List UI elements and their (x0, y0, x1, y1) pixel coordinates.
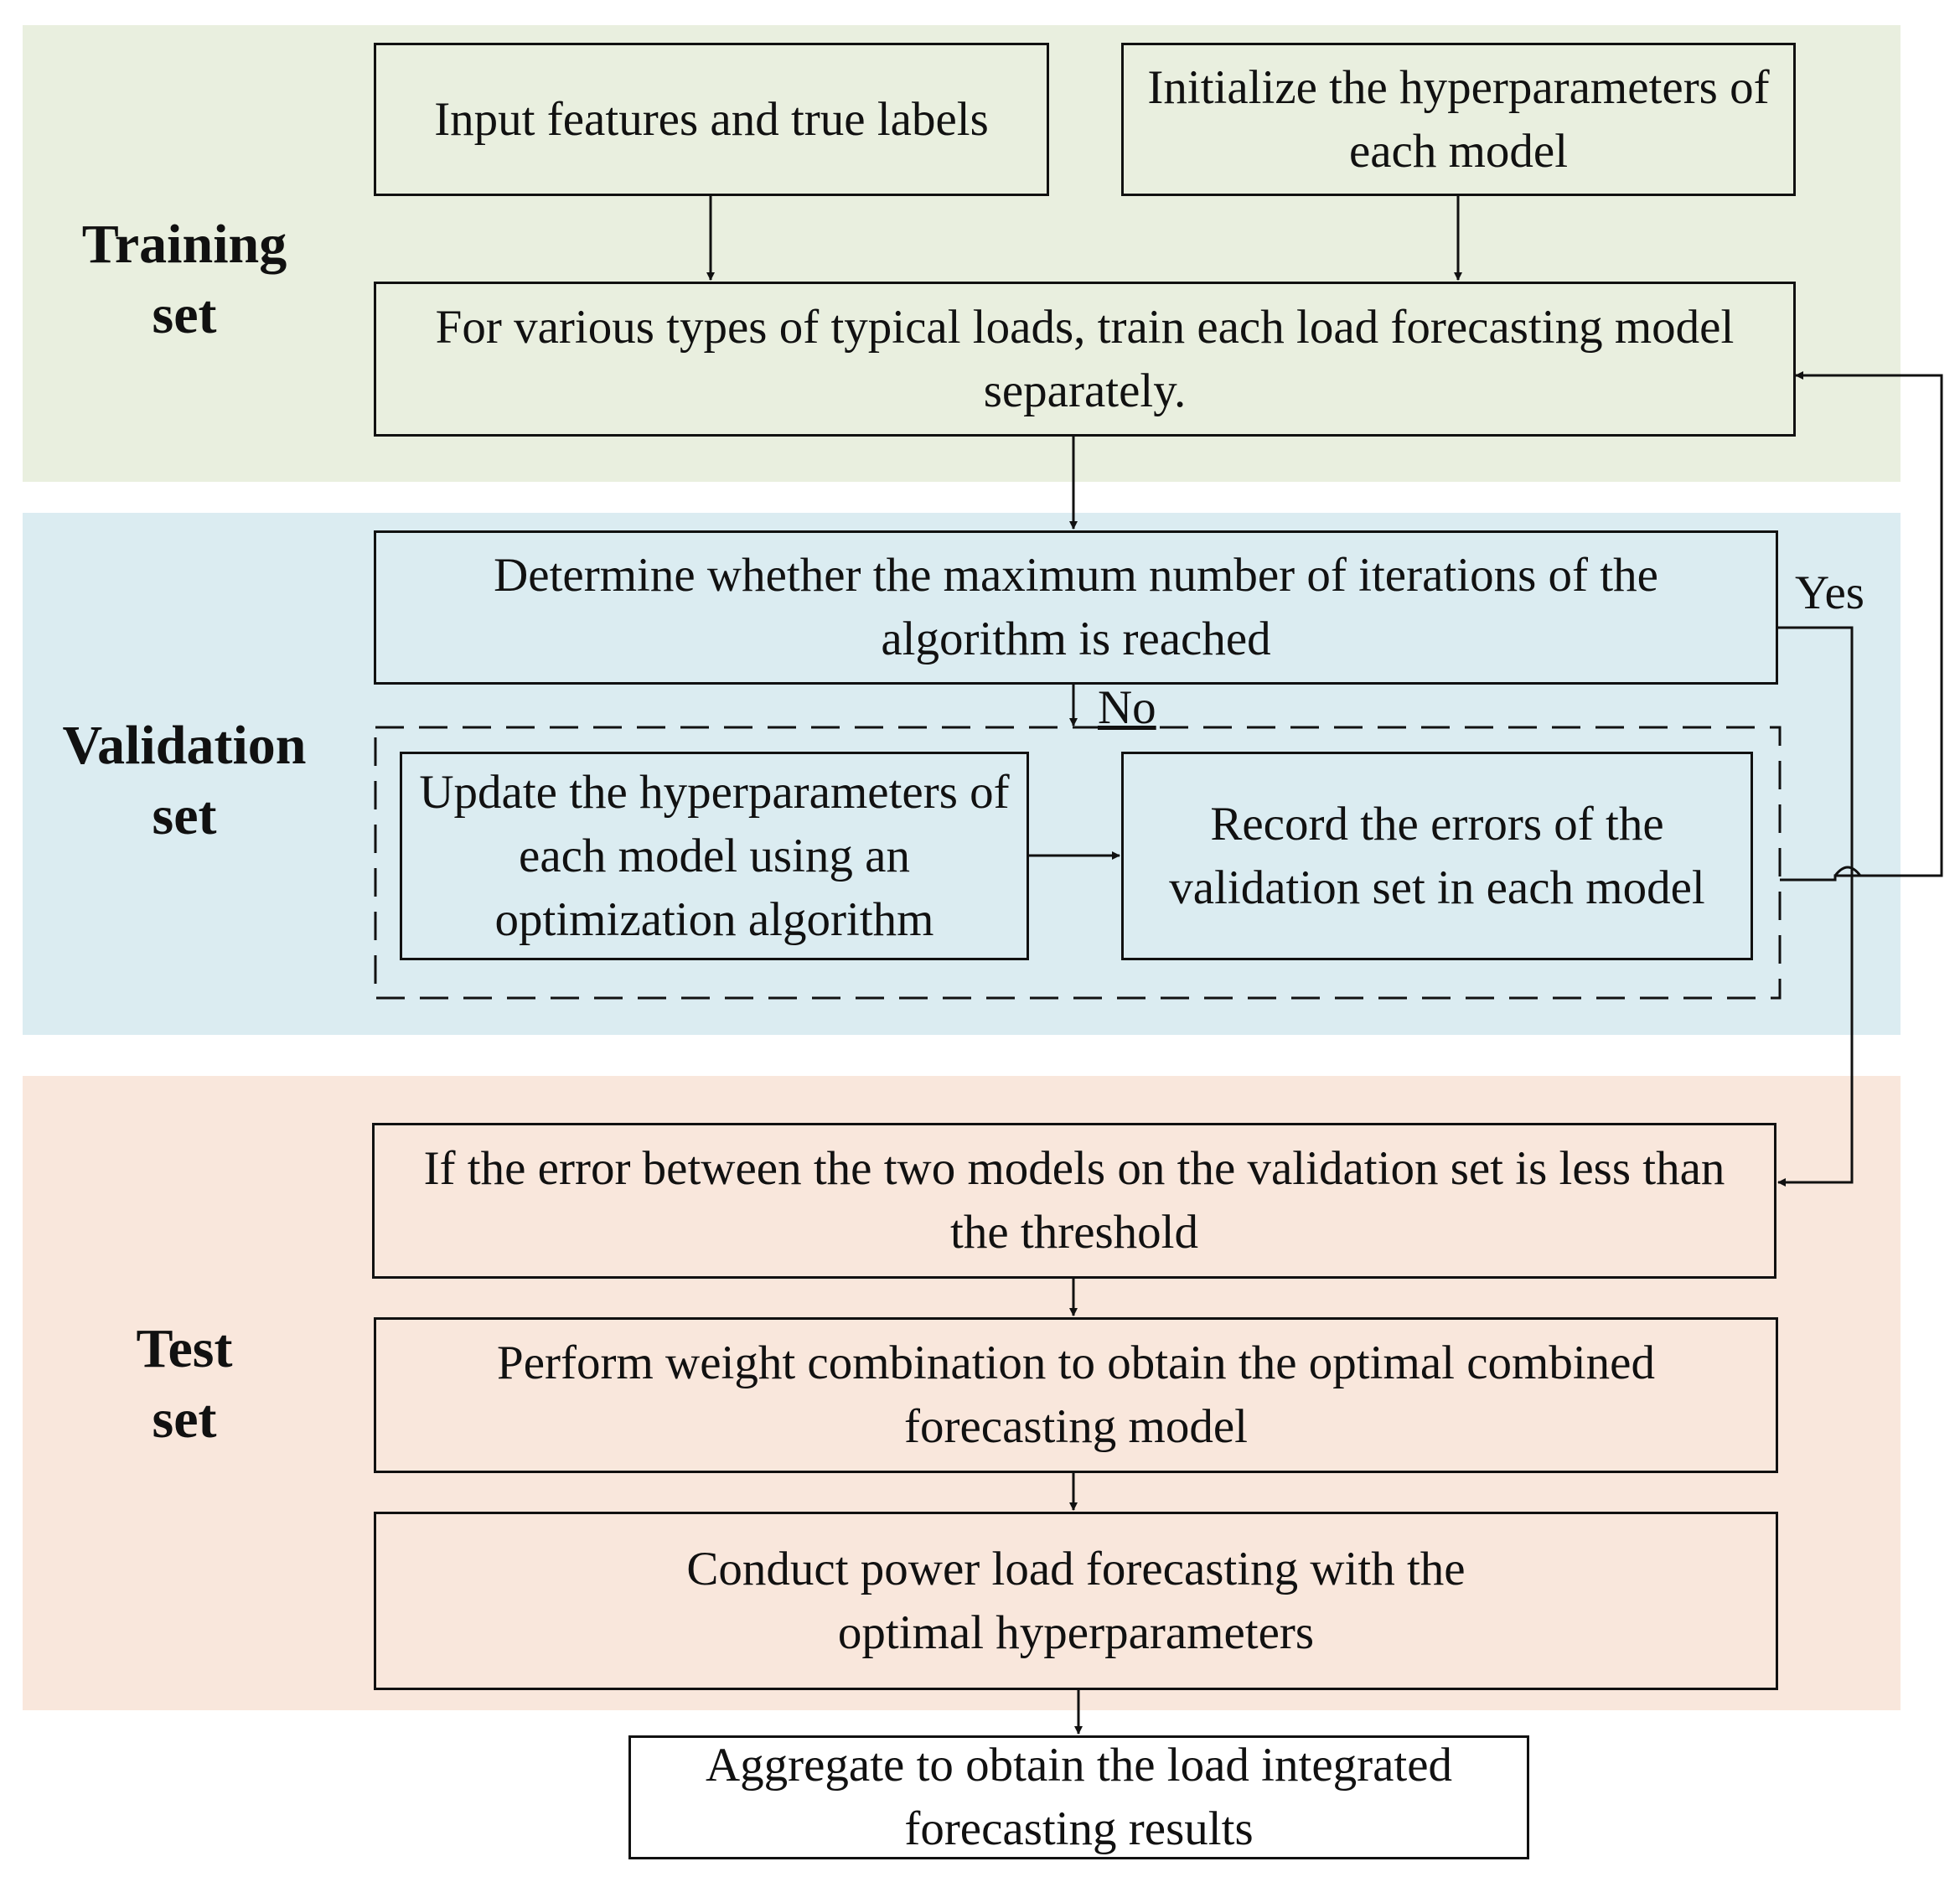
aggregate-results-node: Aggregate to obtain the load integrated … (628, 1735, 1529, 1859)
validation-set-label: Validation set (25, 711, 344, 851)
train-models-node: For various types of typical loads, trai… (374, 282, 1796, 437)
weight-combination-node: Perform weight combination to obtain the… (374, 1317, 1778, 1473)
update-hyperparameters-node: Update the hyperparameters of each model… (400, 752, 1029, 960)
test-set-label-line2: set (152, 1388, 217, 1450)
training-set-label-line1: Training (81, 214, 287, 275)
validation-set-label-line1: Validation (62, 715, 307, 776)
input-features-node: Input features and true labels (374, 43, 1049, 196)
init-hyperparameters-node: Initialize the hyperparameters of each m… (1121, 43, 1796, 196)
training-set-label: Training set (25, 209, 344, 350)
error-threshold-node: If the error between the two models on t… (372, 1123, 1776, 1279)
record-errors-node: Record the errors of the validation set … (1121, 752, 1753, 960)
training-set-label-line2: set (152, 284, 217, 345)
no-label: No (1098, 681, 1156, 734)
conduct-forecasting-node: Conduct power load forecasting with the … (374, 1512, 1778, 1690)
validation-set-label-line2: set (152, 785, 217, 846)
test-set-label-line1: Test (136, 1318, 233, 1379)
yes-label: Yes (1795, 566, 1864, 619)
check-iterations-node: Determine whether the maximum number of … (374, 530, 1778, 685)
test-set-label: Test set (25, 1314, 344, 1455)
